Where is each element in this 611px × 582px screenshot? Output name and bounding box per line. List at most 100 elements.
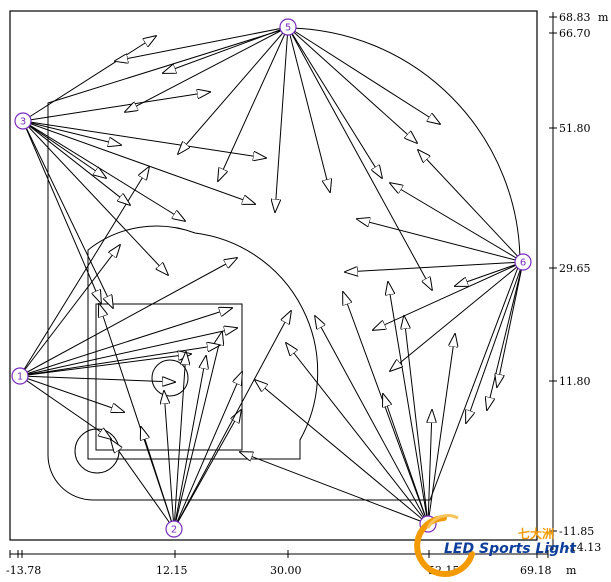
aiming-arrow <box>111 440 175 530</box>
x-tick-label: 30.00 <box>270 564 302 577</box>
aiming-arrow <box>19 375 111 439</box>
aiming-arrow <box>287 26 432 290</box>
aiming-arrow <box>287 26 417 143</box>
aiming-arrow <box>19 375 175 382</box>
outfield-arc <box>87 225 319 460</box>
aiming-arrow <box>22 120 121 145</box>
x-tick-label: -13.78 <box>6 564 41 577</box>
aiming-arrow <box>418 150 524 263</box>
aiming-arrow <box>345 261 524 272</box>
pole-number: 1 <box>17 372 23 383</box>
pole-marker: 6 <box>514 253 532 271</box>
aiming-arrow <box>390 261 524 371</box>
pitcher-circle <box>151 359 189 397</box>
aiming-arrow <box>163 26 289 73</box>
aiming-beams <box>19 26 524 530</box>
aiming-arrow <box>178 26 289 154</box>
aiming-arrow <box>428 410 432 525</box>
brand-name-en: LED Sports Light <box>444 541 576 557</box>
aiming-arrow <box>275 26 289 212</box>
x-tick-label: 69.18 <box>520 564 552 577</box>
aiming-arrow <box>22 120 266 158</box>
aiming-arrow <box>357 219 524 263</box>
aiming-arrow <box>19 167 149 377</box>
aiming-arrow <box>287 26 382 178</box>
pole-marker: 1 <box>11 367 29 385</box>
pole-marker: 2 <box>165 520 183 538</box>
aiming-arrow <box>22 120 113 308</box>
aiming-arrow <box>22 120 168 275</box>
aiming-arrow <box>164 391 175 530</box>
aiming-arrow <box>487 261 524 410</box>
aiming-arrow <box>240 452 429 525</box>
outfield-fence <box>47 27 521 501</box>
right-axis: 68.83 m 66.70 51.80 29.65 11.80 -11.85 -… <box>549 11 609 554</box>
aiming-arrow <box>22 36 156 122</box>
aiming-arrow <box>286 343 429 525</box>
aiming-arrow <box>404 316 429 525</box>
aiming-arrow <box>373 261 524 330</box>
aiming-arrow <box>287 26 330 192</box>
pole-circle <box>514 253 532 271</box>
pole-number: 6 <box>520 258 526 269</box>
aiming-arrow <box>173 356 206 530</box>
aiming-arrow <box>19 375 124 412</box>
pole-marker: 3 <box>14 112 32 130</box>
aiming-arrow <box>218 26 289 181</box>
home-plate-circle <box>74 428 120 474</box>
brand-name-cn: 七大洲 <box>518 527 555 541</box>
aiming-arrow <box>255 380 429 525</box>
unit-label: m <box>566 564 577 577</box>
pole-number: 3 <box>20 117 26 128</box>
infield-square <box>95 303 243 451</box>
unit-label: m <box>598 11 609 24</box>
field-geometry <box>47 27 521 501</box>
aiming-arrow <box>19 345 220 377</box>
aiming-arrow <box>22 92 210 122</box>
brand-logo <box>414 514 475 577</box>
aiming-arrow <box>19 354 191 377</box>
aiming-arrow <box>22 120 255 204</box>
y-tick-label: 66.70 <box>559 27 591 40</box>
pole-circle <box>279 18 297 36</box>
aiming-arrow <box>287 26 440 124</box>
aiming-arrow <box>173 372 242 530</box>
y-tick-label: 68.83 <box>559 11 591 24</box>
aiming-arrow <box>173 332 222 530</box>
aiming-arrow <box>115 26 289 61</box>
aiming-arrow <box>455 261 524 286</box>
pole-circle <box>165 520 183 538</box>
bottom-axis: -13.78 12.15 30.00 52.15 69.18 m <box>6 550 577 577</box>
pole-number: 2 <box>171 525 177 536</box>
aiming-arrow <box>466 261 524 423</box>
aiming-arrow <box>383 394 429 525</box>
x-tick-label: 12.15 <box>156 564 188 577</box>
aiming-arrow <box>388 282 429 525</box>
y-tick-label: 11.80 <box>559 375 591 388</box>
pole-circle <box>14 112 32 130</box>
aiming-arrow <box>19 328 237 377</box>
y-tick-label: 29.65 <box>559 262 591 275</box>
aiming-arrow <box>19 308 232 377</box>
aiming-arrow <box>173 352 186 530</box>
pole-marker: 5 <box>279 18 297 36</box>
aiming-arrow <box>390 183 524 263</box>
aiming-arrow <box>22 120 101 303</box>
y-tick-label: 51.80 <box>559 122 591 135</box>
y-tick-label: -11.85 <box>559 525 594 538</box>
aiming-arrow <box>125 26 289 112</box>
pole-circle <box>11 367 29 385</box>
aiming-arrow <box>19 245 120 377</box>
aiming-arrow <box>22 120 130 205</box>
y-tick-label: -14.13 <box>566 541 601 554</box>
pole-number: 5 <box>285 23 291 34</box>
aiming-arrow <box>22 120 106 178</box>
aiming-arrow <box>141 427 175 530</box>
aiming-arrow <box>497 261 524 387</box>
aiming-arrow <box>19 258 237 377</box>
aiming-arrow <box>173 311 291 530</box>
site-boundary <box>9 10 538 541</box>
aiming-arrow <box>22 120 185 221</box>
aiming-arrow <box>427 334 455 525</box>
